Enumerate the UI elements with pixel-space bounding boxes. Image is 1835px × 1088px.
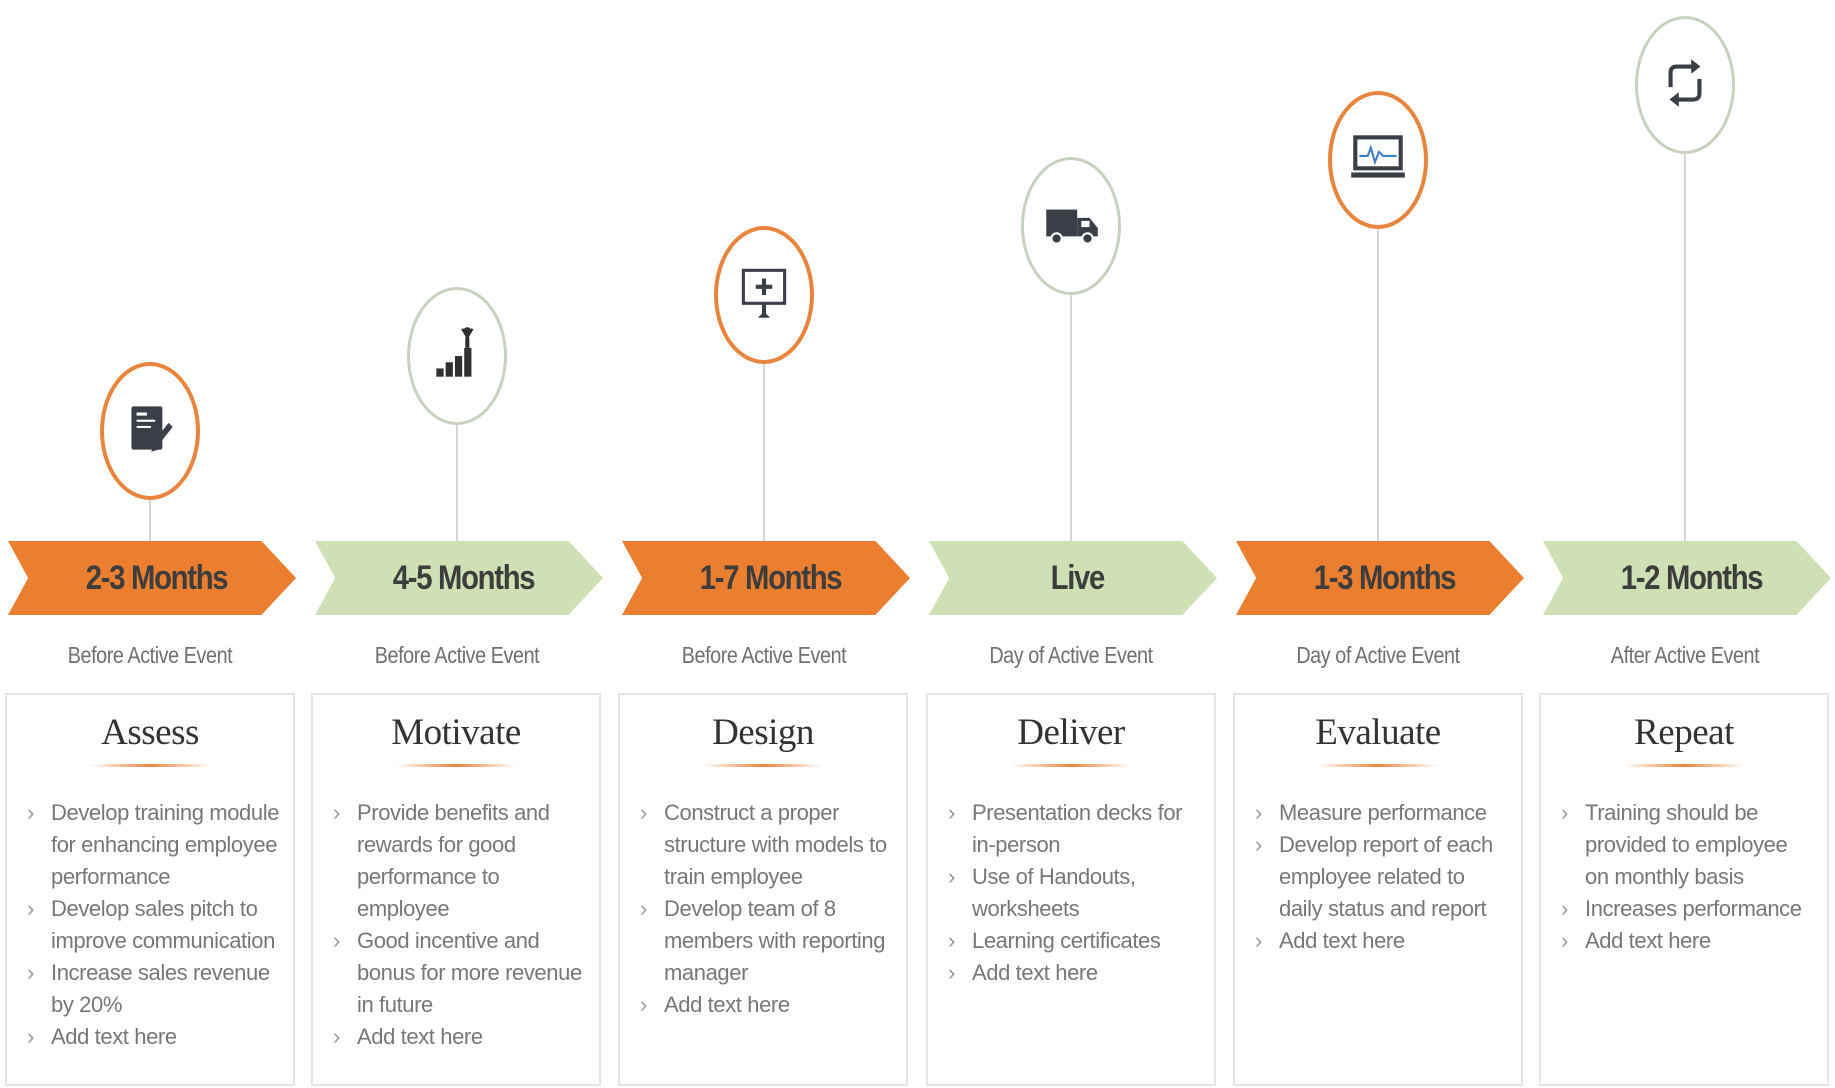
bullet-list: Training should be provided to employee … [1541, 797, 1827, 957]
phase-duration-label: 1-2 Months [1620, 558, 1764, 597]
phase-card: MotivateProvide benefits and rewards for… [311, 693, 601, 1086]
phase-duration-arrow: 1-2 Months [1543, 541, 1831, 615]
bullet-item: Develop training module for enhancing em… [21, 797, 281, 893]
title-underline [396, 764, 516, 767]
phase-title: Deliver [1017, 712, 1125, 753]
connector-line [1070, 287, 1072, 541]
phase-duration-label: 2-3 Months [85, 558, 229, 597]
bullet-item: Learning certificates [942, 925, 1202, 957]
phase-duration-arrow: Live [929, 541, 1217, 615]
phase-timing: Before Active Event [374, 642, 540, 668]
phase-icon-circle [1635, 16, 1735, 154]
phase-duration-label: Live [1050, 558, 1106, 597]
bullet-item: Add text here [942, 957, 1202, 989]
connector-line [149, 492, 151, 541]
bullet-item: Increases performance [1555, 893, 1815, 925]
connector-line [456, 417, 458, 541]
bullet-item: Training should be provided to employee … [1555, 797, 1815, 893]
bullet-list: Presentation decks for in-personUse of H… [928, 797, 1214, 989]
repeat-arrows-icon [1652, 50, 1718, 121]
presentation-board-icon [731, 260, 797, 331]
monitor-chart-icon [1345, 125, 1411, 196]
bullet-item: Develop team of 8 members with reporting… [634, 893, 894, 989]
phase-duration-arrow: 4-5 Months [315, 541, 603, 615]
bullet-item: Add text here [21, 1021, 281, 1053]
phase-title: Assess [101, 712, 199, 753]
phase-card: DesignConstruct a proper structure with … [618, 693, 908, 1086]
phase-icon-circle [407, 287, 507, 425]
phase-timing: Day of Active Event [1296, 642, 1460, 668]
phase-timing: Before Active Event [681, 642, 847, 668]
bullet-list: Construct a proper structure with models… [620, 797, 906, 1021]
phase-card: EvaluateMeasure performanceDevelop repor… [1233, 693, 1523, 1086]
assessment-icon [117, 396, 183, 467]
phase-duration-arrow: 1-7 Months [622, 541, 910, 615]
connector-line [1684, 146, 1686, 541]
bullet-item: Provide benefits and rewards for good pe… [327, 797, 587, 925]
phase-title: Evaluate [1315, 712, 1441, 753]
bullet-list: Provide benefits and rewards for good pe… [313, 797, 599, 1053]
title-underline [1011, 764, 1131, 767]
bullet-item: Measure performance [1249, 797, 1509, 829]
phase-icon-circle [714, 226, 814, 364]
phase-timing: Day of Active Event [989, 642, 1153, 668]
phase-duration-label: 4-5 Months [392, 558, 536, 597]
phase-card: RepeatTraining should be provided to emp… [1539, 693, 1829, 1086]
title-underline [90, 764, 210, 767]
phase-icon-circle [1328, 91, 1428, 229]
title-underline [703, 764, 823, 767]
phase-title: Repeat [1634, 712, 1734, 753]
phase-icon-circle [100, 362, 200, 500]
bullet-item: Use of Handouts, worksheets [942, 861, 1202, 925]
phase-card: AssessDevelop training module for enhanc… [5, 693, 295, 1086]
connector-line [763, 356, 765, 541]
phase-title: Motivate [391, 712, 521, 753]
bullet-item: Increase sales revenue by 20% [21, 957, 281, 1021]
bullet-item: Develop report of each employee related … [1249, 829, 1509, 925]
bullet-list: Develop training module for enhancing em… [7, 797, 293, 1053]
phase-title: Design [712, 712, 814, 753]
bullet-item: Add text here [327, 1021, 587, 1053]
title-underline [1318, 764, 1438, 767]
phase-icon-circle [1021, 157, 1121, 295]
bullet-item: Develop sales pitch to improve communica… [21, 893, 281, 957]
phase-timing: After Active Event [1610, 642, 1760, 668]
bullet-item: Add text here [1249, 925, 1509, 957]
phase-timing: Before Active Event [67, 642, 233, 668]
bullet-item: Construct a proper structure with models… [634, 797, 894, 893]
phase-duration-label: 1-7 Months [699, 558, 843, 597]
delivery-truck-icon [1038, 191, 1104, 262]
phase-duration-arrow: 2-3 Months [8, 541, 296, 615]
phase-duration-arrow: 1-3 Months [1236, 541, 1524, 615]
connector-line [1377, 221, 1379, 541]
growth-person-icon [424, 321, 490, 392]
bullet-item: Presentation decks for in-person [942, 797, 1202, 861]
bullet-list: Measure performanceDevelop report of eac… [1235, 797, 1521, 957]
title-underline [1624, 764, 1744, 767]
bullet-item: Add text here [1555, 925, 1815, 957]
phase-card: DeliverPresentation decks for in-personU… [926, 693, 1216, 1086]
bullet-item: Good incentive and bonus for more revenu… [327, 925, 587, 1021]
bullet-item: Add text here [634, 989, 894, 1021]
phase-duration-label: 1-3 Months [1313, 558, 1457, 597]
